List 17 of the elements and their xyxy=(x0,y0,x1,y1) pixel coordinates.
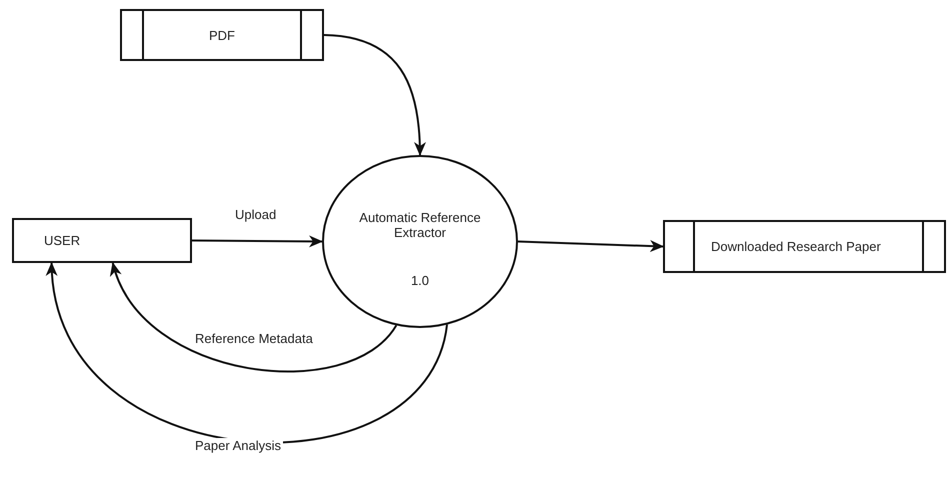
arrow xyxy=(112,262,398,372)
arrow xyxy=(324,34,426,156)
entity-label: USER xyxy=(43,233,80,248)
arrow xyxy=(518,240,664,252)
data-store xyxy=(120,9,324,61)
edge-label: Paper Analysis xyxy=(193,438,283,453)
edge-label: Reference Metadata xyxy=(193,331,315,346)
external-entity-box xyxy=(12,218,192,263)
data-store xyxy=(663,220,946,273)
process-number: 1.0 xyxy=(410,273,430,288)
store-label: PDF xyxy=(209,28,235,42)
arrow xyxy=(48,262,448,443)
process-label: Automatic Reference Extractor xyxy=(358,210,482,240)
edge-label: Upload xyxy=(233,207,278,222)
arrow xyxy=(192,235,323,248)
store-label: Downloaded Research Paper xyxy=(710,239,881,254)
process-circle xyxy=(322,155,518,328)
